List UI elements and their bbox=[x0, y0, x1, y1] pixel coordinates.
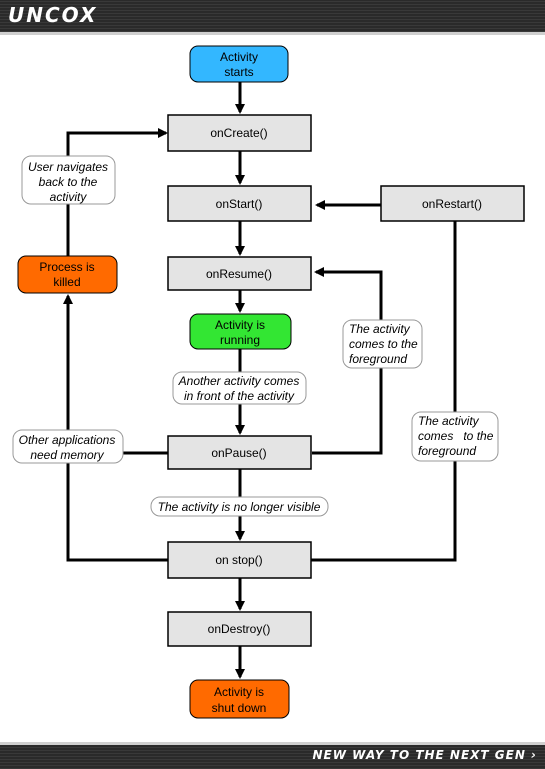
node-on-resume: onResume() bbox=[167, 256, 312, 291]
node-on-start-label: onStart() bbox=[216, 197, 263, 211]
note-no-longer-visible-line-1: The activity is no longer visible bbox=[158, 500, 321, 514]
node-on-resume-label: onResume() bbox=[206, 267, 272, 281]
node-on-restart: onRestart() bbox=[380, 185, 525, 222]
note-activity-foreground-resume: The activity comes to the foreground bbox=[342, 319, 423, 369]
node-process-killed-shape bbox=[17, 255, 118, 294]
node-process-killed-line-1: Process is bbox=[39, 260, 94, 274]
note-other-apps-memory-line-1: Other applications bbox=[19, 433, 116, 447]
node-activity-shut-down-line-2: shut down bbox=[212, 701, 267, 715]
node-on-resume-shape bbox=[167, 256, 312, 291]
node-activity-starts: Activity starts bbox=[189, 45, 289, 83]
note-activity-foreground-restart: The activity comes to the foreground bbox=[411, 411, 499, 462]
note-other-apps-memory-line-2: need memory bbox=[30, 448, 104, 462]
node-process-killed: Process is killed bbox=[17, 255, 118, 294]
arrow-killed-to-create bbox=[66, 128, 168, 256]
node-activity-starts-shape bbox=[189, 45, 289, 83]
node-activity-running-line-1: Activity is bbox=[215, 318, 265, 332]
note-another-activity-front-line-2: in front of the activity bbox=[184, 389, 295, 403]
node-on-destroy-shape bbox=[167, 611, 312, 647]
node-activity-shut-down-shape bbox=[189, 679, 290, 719]
node-activity-running-shape bbox=[189, 313, 292, 350]
node-on-stop: on stop() bbox=[167, 541, 312, 579]
note-other-apps-memory: Other applications need memory bbox=[12, 429, 124, 464]
node-on-start-shape bbox=[167, 185, 312, 222]
node-on-create-shape bbox=[167, 114, 312, 152]
note-user-navigates-back: User navigates back to the activity bbox=[21, 155, 116, 205]
node-activity-shut-down: Activity is shut down bbox=[189, 679, 290, 719]
node-on-stop-shape bbox=[167, 541, 312, 579]
arrow-stop-to-restart bbox=[310, 220, 457, 562]
node-on-stop-label: on stop() bbox=[215, 553, 262, 567]
node-on-start: onStart() bbox=[167, 185, 312, 222]
brand-logo: UNCOX bbox=[8, 3, 98, 27]
header-bar: UNCOX bbox=[0, 0, 545, 35]
node-activity-shut-down-line-1: Activity is bbox=[214, 685, 264, 699]
note-activity-foreground-resume-line-1: The activity bbox=[349, 322, 411, 336]
note-user-navigates-back-line-1: User navigates bbox=[28, 160, 108, 174]
note-another-activity-front: Another activity comes in front of the a… bbox=[172, 371, 307, 405]
node-on-restart-shape bbox=[380, 185, 525, 222]
arrow-stop-to-killed bbox=[66, 455, 168, 562]
node-on-pause-label: onPause() bbox=[211, 446, 266, 460]
node-on-restart-label: onRestart() bbox=[422, 197, 482, 211]
note-activity-foreground-restart-line-2: comes to the bbox=[418, 429, 494, 443]
node-on-create-label: onCreate() bbox=[210, 126, 267, 140]
note-user-navigates-back-line-2: back to the bbox=[39, 175, 98, 189]
node-activity-starts-line-1: Activity bbox=[220, 50, 258, 64]
note-activity-foreground-resume-line-2: comes to the bbox=[349, 337, 418, 351]
footer-tagline: NEW WAY TO THE NEXT GEN › bbox=[312, 748, 537, 762]
node-on-destroy: onDestroy() bbox=[167, 611, 312, 647]
node-on-pause: onPause() bbox=[167, 435, 312, 470]
node-activity-starts-line-2: starts bbox=[224, 65, 253, 79]
note-no-longer-visible: The activity is no longer visible bbox=[150, 496, 329, 517]
node-on-create: onCreate() bbox=[167, 114, 312, 152]
node-activity-running: Activity is running bbox=[189, 313, 292, 350]
note-another-activity-front-line-1: Another activity comes bbox=[178, 374, 300, 388]
note-activity-foreground-resume-line-3: foreground bbox=[349, 352, 407, 366]
node-on-destroy-label: onDestroy() bbox=[208, 622, 271, 636]
node-activity-running-line-2: running bbox=[220, 333, 260, 347]
footer-bar: NEW WAY TO THE NEXT GEN › bbox=[0, 742, 545, 769]
arrow-pause-to-killed bbox=[63, 294, 168, 455]
node-on-pause-shape bbox=[167, 435, 312, 470]
note-user-navigates-back-line-3: activity bbox=[50, 190, 88, 204]
note-activity-foreground-restart-line-3: foreground bbox=[418, 444, 476, 458]
note-activity-foreground-restart-line-1: The activity bbox=[418, 414, 480, 428]
node-process-killed-line-2: killed bbox=[53, 275, 80, 289]
